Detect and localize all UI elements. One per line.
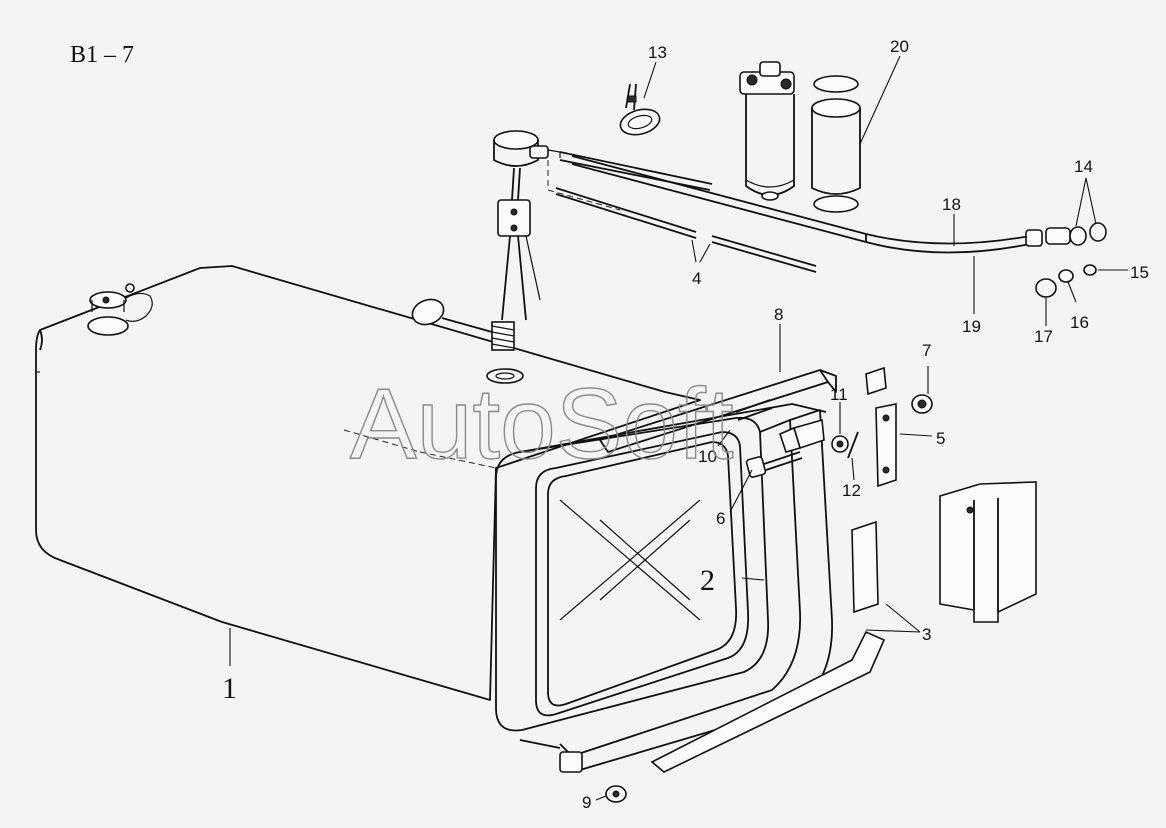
callout-1: 1 bbox=[222, 672, 237, 705]
hose-clamp bbox=[619, 83, 661, 136]
fuel-level-sender bbox=[411, 130, 621, 351]
fuel-tank bbox=[35, 265, 701, 701]
callout-14: 14 bbox=[1074, 157, 1093, 176]
callout-8: 8 bbox=[774, 305, 783, 324]
filter-element bbox=[811, 75, 861, 213]
callout-20: 20 bbox=[890, 37, 909, 56]
bracket-cover bbox=[939, 481, 1037, 623]
fuel-filter-housing bbox=[739, 61, 795, 201]
callout-19: 19 bbox=[962, 317, 981, 336]
watermark-text: AutoSoft bbox=[350, 368, 734, 480]
callout-13: 13 bbox=[648, 43, 667, 62]
callout-18: 18 bbox=[942, 195, 961, 214]
callout-labels: 1 2 3 4 5 6 7 8 9 10 11 12 13 14 15 16 1… bbox=[222, 37, 1149, 812]
callout-10: 10 bbox=[698, 447, 717, 466]
tank-bracket bbox=[495, 403, 833, 773]
tank-strap bbox=[599, 369, 837, 453]
callout-6: 6 bbox=[716, 509, 725, 528]
leader-lines bbox=[229, 55, 1128, 801]
callout-15: 15 bbox=[1130, 263, 1149, 282]
callout-11: 11 bbox=[830, 385, 848, 404]
callout-2: 2 bbox=[700, 564, 715, 597]
fuel-line-upper bbox=[559, 151, 1043, 254]
callout-7: 7 bbox=[922, 341, 931, 360]
bracket-hardware bbox=[735, 366, 933, 488]
callout-4: 4 bbox=[692, 269, 701, 288]
callout-5: 5 bbox=[936, 429, 945, 448]
filler-cap bbox=[87, 283, 153, 336]
sender-gasket bbox=[486, 368, 524, 384]
rubber-pads bbox=[650, 520, 886, 773]
callout-3: 3 bbox=[922, 625, 931, 644]
fuel-line-lower bbox=[555, 187, 817, 273]
banjo-fittings bbox=[1035, 222, 1107, 298]
callout-17: 17 bbox=[1034, 327, 1053, 346]
callout-9: 9 bbox=[582, 793, 591, 812]
callout-12: 12 bbox=[842, 481, 861, 500]
callout-16: 16 bbox=[1070, 313, 1089, 332]
diagram-title: B1 – 7 bbox=[70, 42, 134, 68]
